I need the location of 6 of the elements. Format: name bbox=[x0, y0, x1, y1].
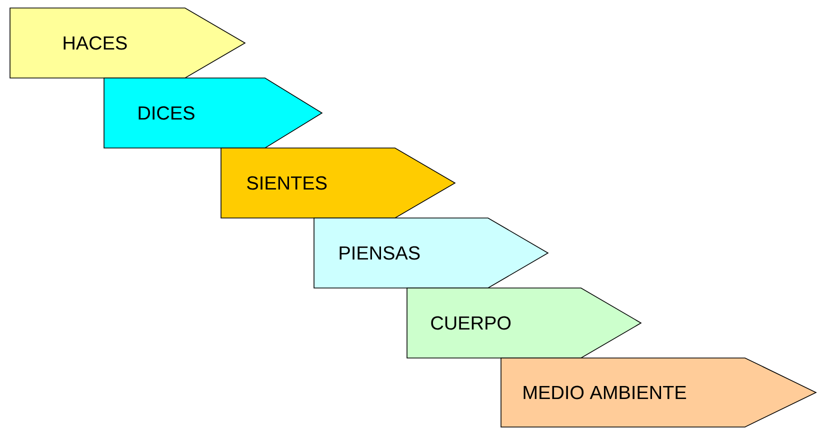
arrow-box: SIENTES bbox=[220, 148, 456, 218]
arrow-box: HACES bbox=[10, 8, 246, 78]
arrow-box: MEDIO AMBIENTE bbox=[500, 358, 817, 428]
arrow-box: PIENSAS bbox=[314, 218, 549, 288]
arrow-box: CUERPO bbox=[406, 288, 642, 358]
arrow-box: DICES bbox=[104, 78, 323, 148]
